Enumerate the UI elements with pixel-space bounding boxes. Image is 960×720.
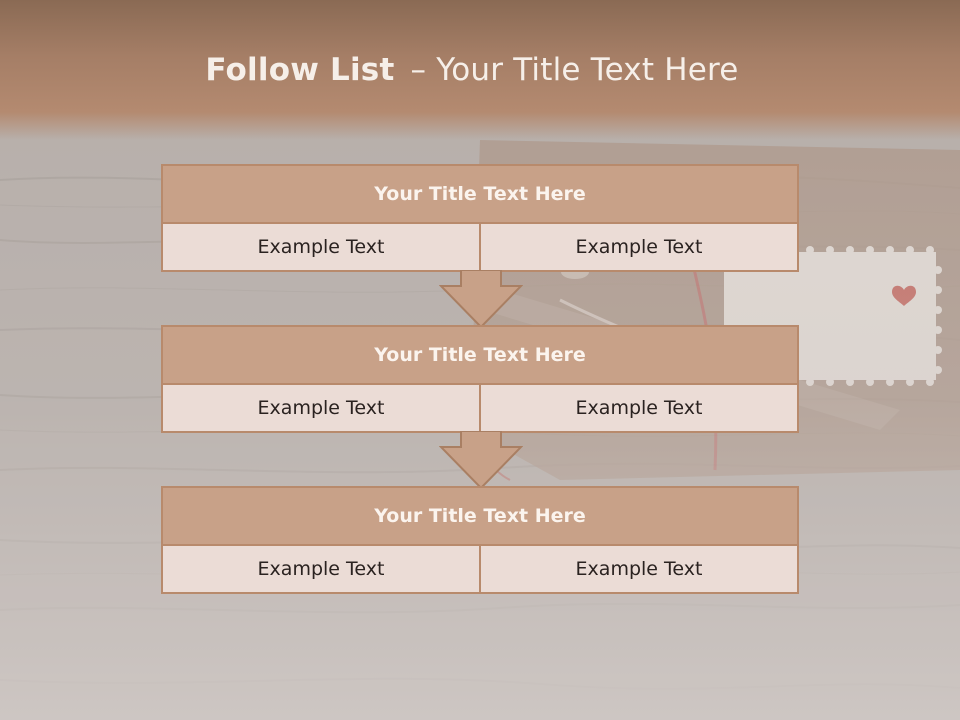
list-block-title: Your Title Text Here: [163, 166, 797, 224]
list-block-cell-right: Example Text: [479, 546, 797, 592]
slide-title-dash: –: [410, 52, 427, 88]
list-block-title: Your Title Text Here: [163, 327, 797, 385]
list-block-cell-left: Example Text: [163, 385, 479, 431]
list-block-3: Your Title Text Here Example Text Exampl…: [161, 486, 799, 594]
slide-title: Follow List–Your Title Text Here: [0, 52, 944, 88]
header-band: [0, 0, 960, 140]
down-arrow-icon: [439, 270, 523, 328]
list-block-row: Example Text Example Text: [163, 224, 797, 270]
list-block-1: Your Title Text Here Example Text Exampl…: [161, 164, 799, 272]
list-block-cell-right: Example Text: [479, 385, 797, 431]
list-block-row: Example Text Example Text: [163, 546, 797, 592]
list-block-cell-left: Example Text: [163, 546, 479, 592]
list-block-cell-left: Example Text: [163, 224, 479, 270]
list-block-cell-right: Example Text: [479, 224, 797, 270]
down-arrow-icon: [439, 431, 523, 489]
slide-title-bold: Follow List: [205, 52, 395, 88]
list-block-title: Your Title Text Here: [163, 488, 797, 546]
slide-title-rest: Your Title Text Here: [436, 52, 739, 88]
list-block-2: Your Title Text Here Example Text Exampl…: [161, 325, 799, 433]
list-block-row: Example Text Example Text: [163, 385, 797, 431]
